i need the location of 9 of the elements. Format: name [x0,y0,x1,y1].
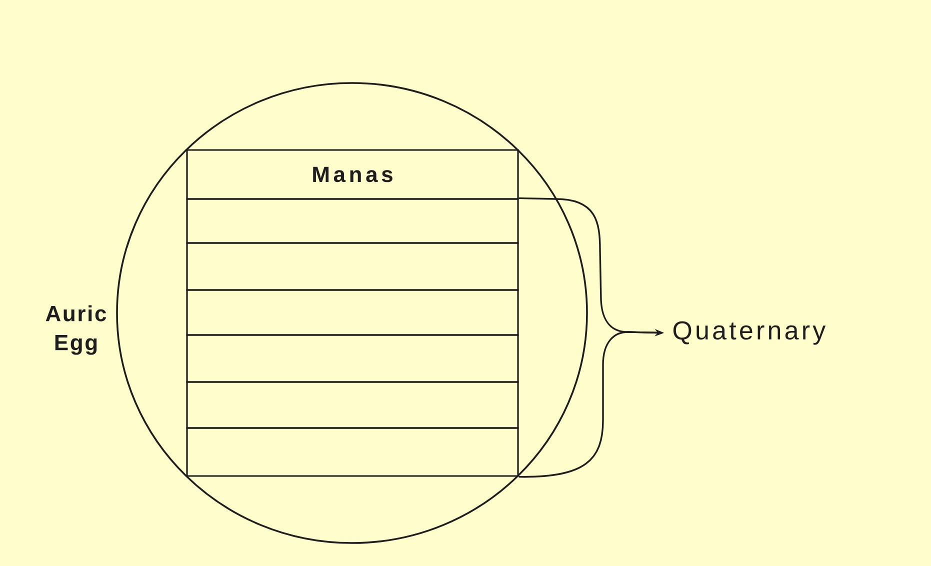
row-box [186,289,519,336]
row-box [186,198,519,244]
row-box [186,242,519,291]
row-box [186,334,519,383]
row-box [186,427,519,477]
text-label: Quaternary [673,321,826,345]
node-label: Auric Egg [46,305,106,355]
row-box [186,381,519,429]
row-box: Manas [186,149,519,200]
